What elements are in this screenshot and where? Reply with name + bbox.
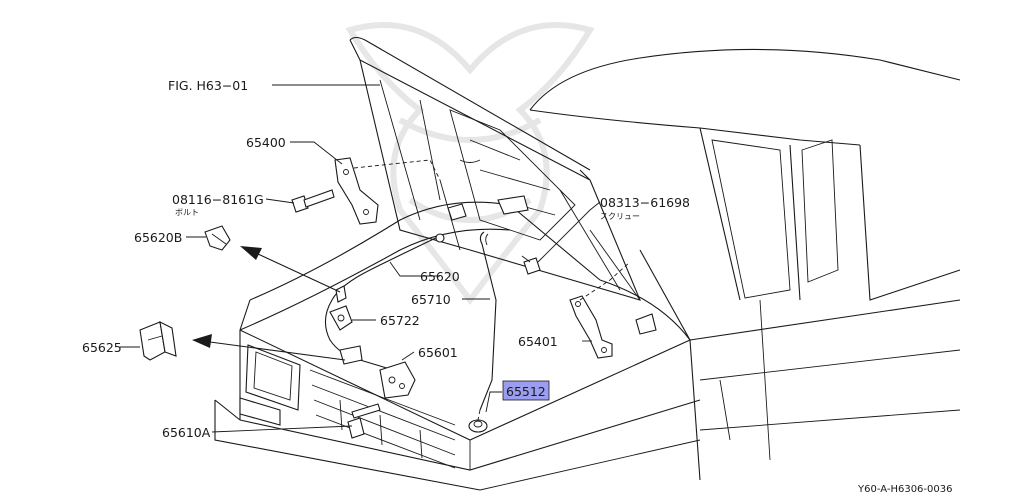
label-65722[interactable]: 65722	[380, 313, 420, 328]
hinge-65401	[569, 261, 657, 359]
arrows	[192, 246, 346, 361]
grommet-65512	[468, 409, 488, 433]
bumper-rubber-65610a	[347, 403, 381, 439]
cable-end	[435, 233, 445, 243]
label-65610a[interactable]: 65610A	[162, 425, 211, 440]
label-08116-sub: ボルト	[175, 208, 199, 217]
hood-striker	[447, 195, 529, 221]
support-rod-65710	[479, 231, 497, 411]
label-08313-sub: スクリュー	[600, 212, 640, 221]
label-08116-8161g[interactable]: 08116−8161G	[172, 192, 264, 207]
label-65400[interactable]: 65400	[246, 135, 286, 150]
screw-08313	[521, 255, 541, 275]
label-08313-61698[interactable]: 08313−61698	[600, 195, 690, 210]
footer-code: Y60-A-H6306-0036	[857, 484, 952, 495]
clip-65620b	[204, 225, 231, 251]
label-65512[interactable]: 65512	[506, 384, 546, 399]
release-cable-65620	[324, 235, 441, 373]
hinge-65400	[334, 157, 441, 225]
clamp-65722	[329, 285, 353, 331]
lock-65601	[339, 345, 416, 399]
label-65620b[interactable]: 65620B	[134, 230, 182, 245]
figure-reference[interactable]: FIG. H63−01	[168, 78, 248, 93]
bracket-65625	[139, 321, 177, 361]
label-65512-highlight	[502, 380, 550, 401]
label-65401[interactable]: 65401	[518, 334, 558, 349]
label-65625[interactable]: 65625	[82, 340, 122, 355]
leader-lines	[120, 84, 601, 433]
label-65620[interactable]: 65620	[420, 269, 460, 284]
truck-body	[214, 48, 961, 491]
label-65710[interactable]: 65710	[411, 292, 451, 307]
labels: FIG. H63−01 65400 08116−8161G ボルト 65620B…	[82, 78, 952, 495]
bolt-08116	[291, 189, 335, 213]
label-65601[interactable]: 65601	[418, 345, 458, 360]
